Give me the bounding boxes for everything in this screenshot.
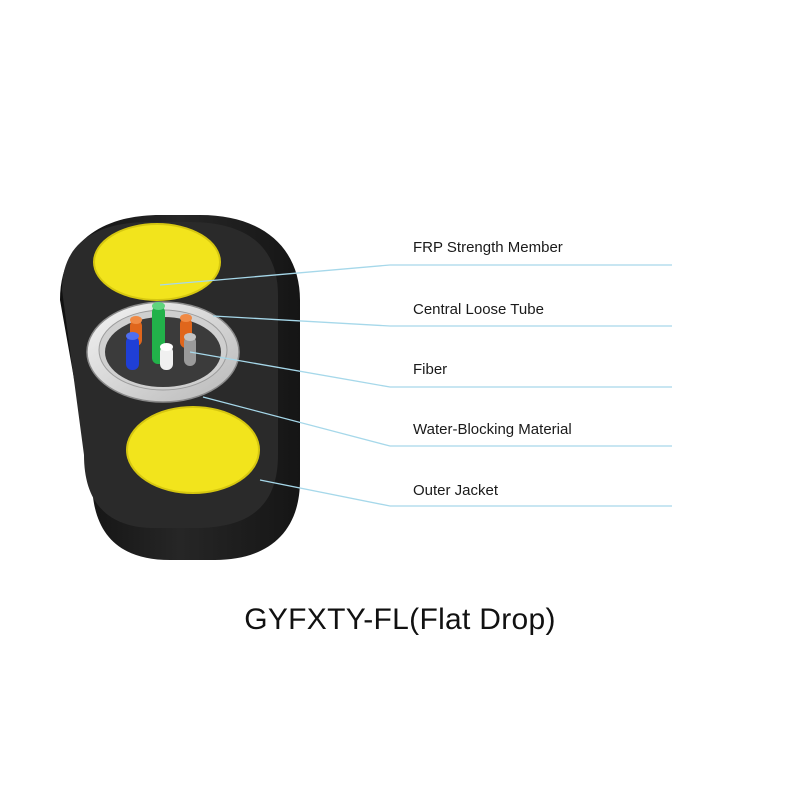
fiber-white — [160, 346, 173, 370]
fiber-grey-cap — [184, 333, 196, 341]
labels: FRP Strength Member Central Loose Tube F… — [413, 239, 572, 499]
label-frp-strength-member: FRP Strength Member — [413, 239, 563, 256]
leader-water-blocking-material — [202, 396, 672, 447]
leader-frp-strength-member — [159, 264, 672, 286]
leader-lines — [159, 264, 672, 507]
frp-strength-member-bottom — [126, 406, 260, 494]
label-fiber: Fiber — [413, 361, 447, 378]
fiber-green-cap — [152, 302, 165, 310]
label-central-loose-tube: Central Loose Tube — [413, 301, 544, 318]
leader-outer-jacket — [259, 479, 672, 507]
leader-central-loose-tube — [212, 315, 672, 327]
fibers — [126, 302, 196, 370]
fiber-grey — [184, 336, 196, 366]
diagram-title: GYFXTY-FL(Flat Drop) — [244, 603, 556, 636]
leader-fiber — [189, 351, 672, 388]
fiber-blue-cap — [126, 332, 139, 340]
fiber-blue — [126, 336, 139, 370]
fiber-white-cap — [160, 343, 173, 351]
label-outer-jacket: Outer Jacket — [413, 482, 499, 499]
frp-strength-member-top — [93, 223, 221, 301]
fiber-orange-left-cap — [130, 316, 142, 324]
label-water-blocking-material: Water-Blocking Material — [413, 421, 572, 438]
fiber-orange-right-cap — [180, 314, 192, 322]
